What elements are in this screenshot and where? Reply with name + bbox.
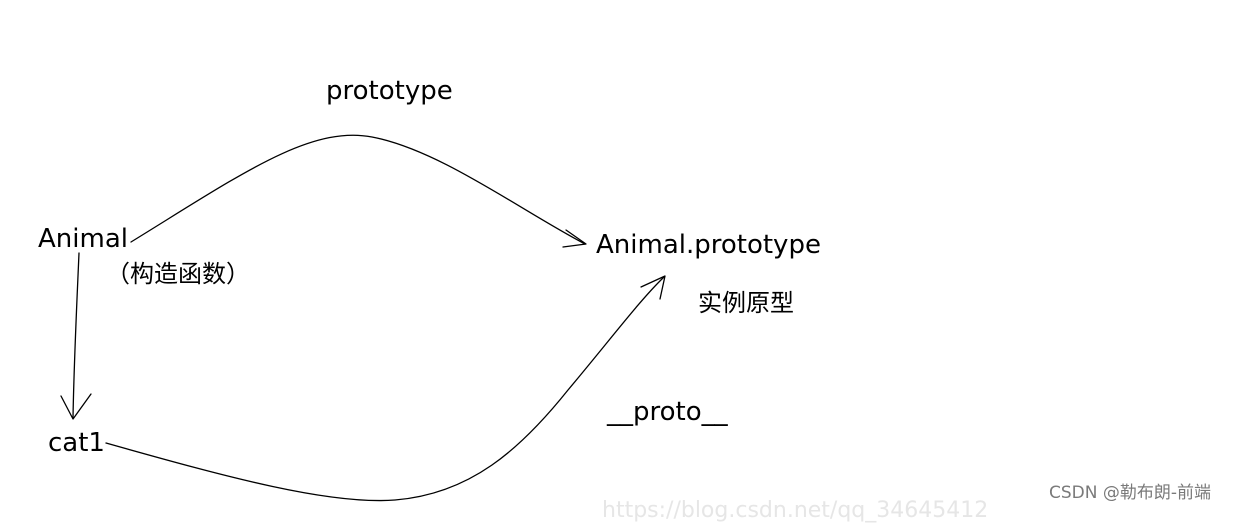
animal-prototype-node: Animal.prototype <box>596 230 821 260</box>
prototype-arrow <box>130 134 586 245</box>
animal-constructor-note: （构造函数） <box>106 260 250 288</box>
cat1-node: cat1 <box>48 428 105 458</box>
proto-arrowhead <box>640 275 666 300</box>
instance-prototype-note: 实例原型 <box>698 289 794 317</box>
proto-edge-label: __proto__ <box>607 397 728 427</box>
proto-arrow <box>105 276 665 502</box>
instance-arrow <box>72 252 80 419</box>
diagram-canvas <box>60 134 666 502</box>
instance-arrowhead <box>60 393 92 420</box>
animal-node: Animal <box>38 224 128 254</box>
prototype-edge-label: prototype <box>326 76 453 106</box>
faint-url-watermark: https://blog.csdn.net/qq_34645412 <box>602 498 989 523</box>
csdn-credit-watermark: CSDN @勒布朗-前端 <box>1049 483 1212 503</box>
prototype-arrowhead <box>562 229 587 248</box>
